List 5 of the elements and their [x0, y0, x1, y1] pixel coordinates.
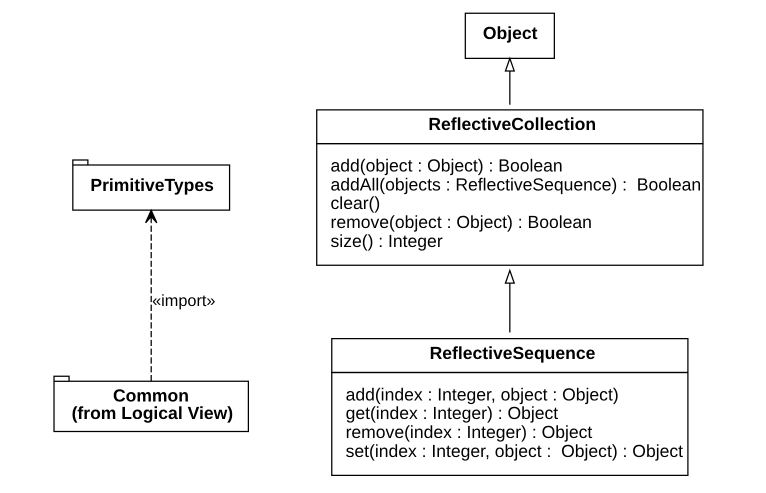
edge-label: «import»: [152, 292, 216, 310]
arrow: [144, 210, 157, 382]
arrow: [504, 56, 515, 105]
arrow: [504, 268, 515, 332]
node-box: Object: [464, 12, 554, 60]
